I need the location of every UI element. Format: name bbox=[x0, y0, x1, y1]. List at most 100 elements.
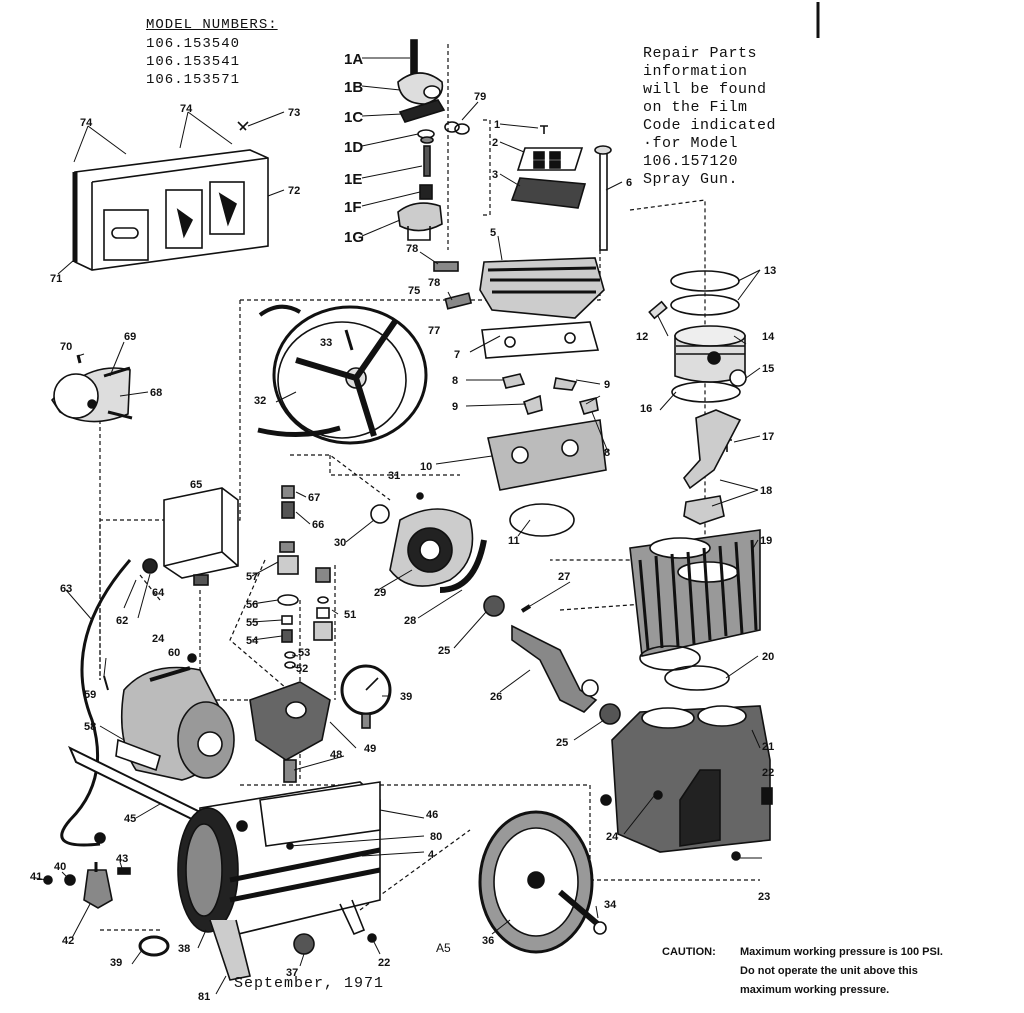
part-callout-3: 3 bbox=[492, 169, 498, 181]
part-callout-15: 15 bbox=[762, 363, 774, 375]
part-callout-1d: 1D bbox=[344, 139, 363, 156]
part-callout-46: 46 bbox=[426, 809, 438, 821]
part-callout-77: 77 bbox=[428, 325, 440, 337]
caution-line-3: maximum working pressure. bbox=[740, 984, 890, 996]
repair-note-line-2: information bbox=[643, 63, 748, 80]
page-code: A5 bbox=[436, 941, 451, 955]
part-callout-49: 49 bbox=[364, 743, 376, 755]
part-callout-74: 74 bbox=[80, 117, 93, 129]
part-callout-41: 41 bbox=[30, 871, 42, 883]
part-callout-36: 36 bbox=[482, 935, 494, 947]
part-callout-8: 8 bbox=[604, 447, 610, 459]
part-callout-1f: 1F bbox=[344, 199, 362, 216]
part-callout-57: 57 bbox=[246, 571, 258, 583]
part-callout-13: 13 bbox=[764, 265, 776, 277]
part-callout-58: 58 bbox=[84, 721, 96, 733]
repair-note-line-3: will be found bbox=[643, 81, 767, 98]
part-callout-14: 14 bbox=[762, 331, 775, 343]
part-callout-18: 18 bbox=[760, 485, 772, 497]
part-callout-52: 52 bbox=[296, 663, 308, 675]
part-callout-26: 26 bbox=[490, 691, 502, 703]
part-callout-53: 53 bbox=[298, 647, 310, 659]
part-callout-6: 6 bbox=[626, 177, 632, 189]
repair-note-line-7: 106.157120 bbox=[643, 153, 739, 170]
part-callout-32: 32 bbox=[254, 395, 266, 407]
part-callout-20: 20 bbox=[762, 651, 774, 663]
part-callout-37: 37 bbox=[286, 967, 298, 979]
part-callout-25: 25 bbox=[556, 737, 568, 749]
part-callout-69: 69 bbox=[124, 331, 136, 343]
repair-note-line-6: ·for Model bbox=[643, 135, 739, 152]
part-callout-27: 27 bbox=[558, 571, 570, 583]
part-callout-70: 70 bbox=[60, 341, 72, 353]
part-callout-43: 43 bbox=[116, 853, 128, 865]
part-callout-1c: 1C bbox=[344, 109, 363, 126]
part-callout-78: 78 bbox=[406, 243, 418, 255]
part-callout-65: 65 bbox=[190, 479, 202, 491]
part-callout-38: 38 bbox=[178, 943, 190, 955]
part-callout-78: 78 bbox=[428, 277, 440, 289]
part-callout-81: 81 bbox=[198, 991, 210, 1003]
model-numbers-title: MODEL NUMBERS: bbox=[146, 17, 278, 33]
part-callout-79: 79 bbox=[474, 91, 486, 103]
part-callout-62: 62 bbox=[116, 615, 128, 627]
part-callout-28: 28 bbox=[404, 615, 416, 627]
part-callout-25: 25 bbox=[438, 645, 450, 657]
part-callout-1a: 1A bbox=[344, 51, 363, 68]
part-callout-73: 73 bbox=[288, 107, 300, 119]
part-callout-23: 23 bbox=[758, 891, 770, 903]
part-callout-66: 66 bbox=[312, 519, 324, 531]
part-callout-48: 48 bbox=[330, 749, 342, 761]
part-callout-39: 39 bbox=[110, 957, 122, 969]
part-callout-68: 68 bbox=[150, 387, 162, 399]
part-callout-1e: 1E bbox=[344, 171, 362, 188]
part-callout-55: 55 bbox=[246, 617, 258, 629]
part-callout-1: 1 bbox=[494, 119, 500, 131]
part-callout-5: 5 bbox=[490, 227, 496, 239]
part-callout-40: 40 bbox=[54, 861, 66, 873]
repair-note-line-8: Spray Gun. bbox=[643, 171, 739, 188]
part-callout-56: 56 bbox=[246, 599, 258, 611]
part-callout-9: 9 bbox=[452, 401, 458, 413]
part-callout-42: 42 bbox=[62, 935, 74, 947]
model-number-1: 106.153540 bbox=[146, 36, 241, 52]
part-callout-71: 71 bbox=[50, 273, 62, 285]
part-callout-10: 10 bbox=[420, 461, 432, 473]
part-callout-2: 2 bbox=[492, 137, 498, 149]
repair-note-line-5: Code indicated bbox=[643, 117, 777, 134]
part-callout-8: 8 bbox=[452, 375, 458, 387]
part-callout-72: 72 bbox=[288, 185, 300, 197]
part-callout-74: 74 bbox=[180, 103, 193, 115]
part-callout-12: 12 bbox=[636, 331, 648, 343]
part-callout-34: 34 bbox=[604, 899, 617, 911]
part-callout-22: 22 bbox=[762, 767, 774, 779]
part-callout-80: 80 bbox=[430, 831, 442, 843]
part-callout-7: 7 bbox=[454, 349, 460, 361]
part-callout-33: 33 bbox=[320, 337, 332, 349]
part-callout-11: 11 bbox=[508, 535, 520, 547]
part-callout-16: 16 bbox=[640, 403, 652, 415]
repair-note-line-4: on the Film bbox=[643, 99, 748, 116]
part-callout-45: 45 bbox=[124, 813, 136, 825]
part-callout-4: 4 bbox=[428, 849, 435, 861]
repair-note-line-1: Repair Parts bbox=[643, 45, 758, 62]
part-callout-60: 60 bbox=[168, 647, 180, 659]
part-callout-1b: 1B bbox=[344, 79, 363, 96]
part-callout-24: 24 bbox=[152, 633, 165, 645]
part-callout-9: 9 bbox=[604, 379, 610, 391]
part-callout-22: 22 bbox=[378, 957, 390, 969]
part-callout-21: 21 bbox=[762, 741, 774, 753]
caution-label: CAUTION: bbox=[662, 946, 716, 958]
caution-line-1: Maximum working pressure is 100 PSI. bbox=[740, 946, 943, 958]
part-callout-39: 39 bbox=[400, 691, 412, 703]
part-callout-24: 24 bbox=[606, 831, 619, 843]
part-callout-30: 30 bbox=[334, 537, 346, 549]
part-callout-59: 59 bbox=[84, 689, 96, 701]
part-callout-54: 54 bbox=[246, 635, 259, 647]
part-callout-51: 51 bbox=[344, 609, 356, 621]
model-number-2: 106.153541 bbox=[146, 54, 241, 70]
part-callout-64: 64 bbox=[152, 587, 165, 599]
part-callout-1g: 1G bbox=[344, 229, 364, 246]
model-number-3: 106.153571 bbox=[146, 72, 241, 88]
